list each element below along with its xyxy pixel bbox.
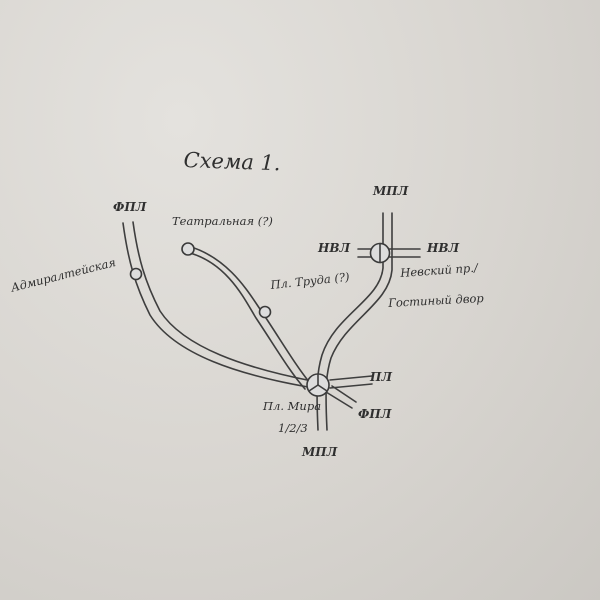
pl-truda-station-marker: [258, 305, 272, 319]
pl-right-label: ПЛ: [370, 370, 392, 384]
teatralnaya-station-marker: [181, 242, 195, 256]
nvl-left-label: НВЛ: [318, 241, 351, 255]
mpl-top-label: МПЛ: [373, 184, 409, 198]
fpl-line-lower: [325, 391, 353, 409]
pl-line: [329, 375, 373, 381]
pl-line-parallel: [329, 383, 373, 389]
fpl-line-upper-parallel: [132, 221, 313, 382]
fpl-line-lower-parallel: [331, 385, 357, 403]
mpl-bottom-label: МПЛ: [302, 445, 338, 459]
pl-mira-station-label-line1: Пл. Мира: [263, 399, 322, 413]
admiralteyskaya-station-marker: [129, 267, 143, 281]
teatralnaya-branch-line-parallel: [189, 252, 306, 390]
pl-mira-station-label-line2: 1/2/3: [278, 421, 308, 435]
teatralnaya-branch-line: [187, 245, 311, 384]
pl-mira-hub-spoke-right: [317, 384, 328, 392]
scheme-title: Схема 1.: [183, 148, 281, 176]
nvl-right-label: НВЛ: [427, 241, 460, 255]
fpl-top-label: ФПЛ: [113, 200, 147, 214]
pl-mira-hub-spoke-left: [308, 384, 319, 392]
teatralnaya-station-label: Театральная (?): [172, 214, 273, 228]
fpl-bottom-label: ФПЛ: [358, 407, 392, 421]
fpl-line-upper: [122, 222, 309, 388]
mpl-line-parallel: [325, 212, 393, 431]
